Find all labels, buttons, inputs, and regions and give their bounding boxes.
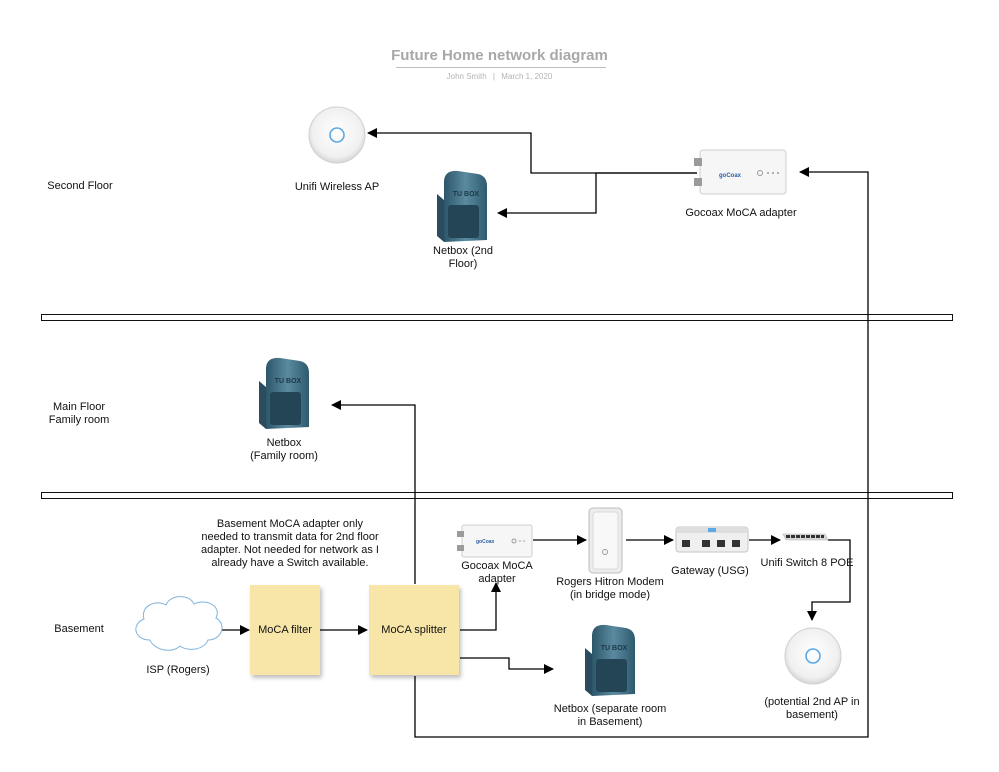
isp-cloud-icon [135,596,223,651]
netbox-family-icon: TU BOX [259,357,309,429]
netbox-family-label: Netbox (Family room) [250,437,318,462]
link-gocoax-to-netbox-2nd [497,172,697,218]
netbox-brand-text: TU BOX [275,378,302,385]
link-switch-to-ap-basement [807,539,851,621]
gocoax-basement-label: Gocoax MoCA adapter [461,560,533,585]
switch-label: Unifi Switch 8 POE [760,557,854,569]
moca-splitter-note: MoCA splitter [369,585,459,675]
link-splitter-to-gocoax-2nd [414,167,869,738]
floor-label-second: Second Floor [47,180,113,192]
annotation-text: Basement MoCA adapter only needed to tra… [201,518,379,569]
gocoax-brand-text: goCoax [719,173,742,179]
diagram-title: Future Home network diagram [391,47,608,64]
link-splitter-to-netbox-family [331,400,416,584]
link-splitter-to-netbox-basement [460,657,554,674]
ap-basement-label: (potential 2nd AP in basement) [764,696,860,721]
isp-label: ISP (Rogers) [146,664,210,676]
netbox-2nd-label: Netbox (2nd Floor) [433,245,493,270]
gocoax-adapter-basement-icon: goCoax [457,524,533,558]
netbox-brand-text: TU BOX [453,191,480,198]
date: March 1, 2020 [501,72,553,81]
netbox-brand-text: TU BOX [601,645,628,652]
gocoax-2nd-label: Gocoax MoCA adapter [685,207,797,219]
gocoax-adapter-2nd-icon: goCoax [694,149,787,195]
modem-label: Rogers Hitron Modem (in bridge mode) [556,576,664,601]
subtitle-separator: | [492,72,495,81]
gateway-usg-icon [675,526,749,553]
switch-icon [782,533,829,541]
floor-divider-upper [41,314,953,321]
gocoax-brand-text: goCoax [476,539,495,545]
link-splitter-to-gocoax-basement [460,582,501,631]
floor-divider-lower [41,492,953,499]
floor-label-main: Main Floor Family room [48,401,110,426]
unifi-ap-basement-icon [784,627,842,685]
link-gocoax-to-ap [367,128,697,174]
netbox-2nd-floor-icon: TU BOX [437,170,487,242]
gateway-label: Gateway (USG) [671,565,749,577]
modem-icon [588,507,623,574]
unifi-ap-label: Unifi Wireless AP [294,181,380,193]
unifi-ap-icon [308,106,366,164]
netbox-basement-label: Netbox (separate room in Basement) [553,703,667,728]
diagram-subtitle: John Smith | March 1, 2020 [0,72,999,81]
author: John Smith [446,72,487,81]
title-underline [396,67,606,68]
floor-label-basement: Basement [54,623,104,635]
moca-filter-note: MoCA filter [250,585,320,675]
netbox-basement-icon: TU BOX [585,624,635,696]
